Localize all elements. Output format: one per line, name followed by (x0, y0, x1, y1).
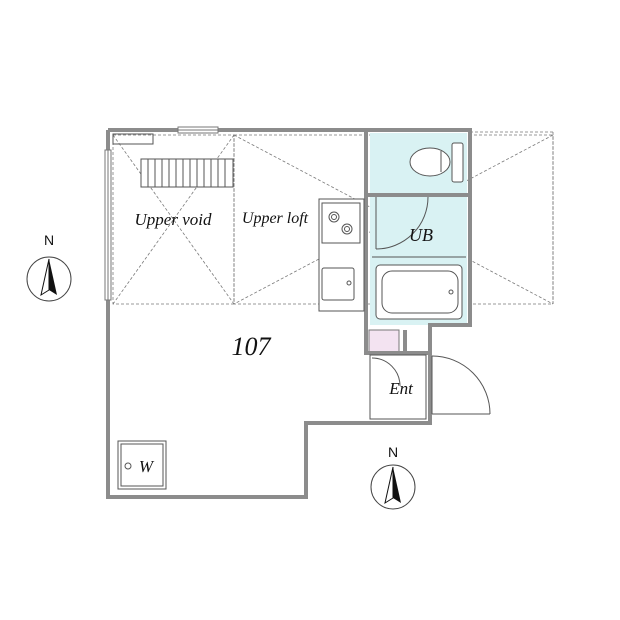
entrance-door (431, 355, 491, 415)
entrance-area (369, 354, 427, 420)
unit-bath-label: UB (409, 225, 433, 245)
upper-void-label: Upper void (135, 210, 212, 229)
left-window (104, 149, 112, 301)
walls (106, 128, 472, 499)
kitchen-counter (318, 198, 365, 312)
compass-left: N (26, 232, 72, 302)
bath-door (375, 196, 429, 250)
shoe-box (368, 329, 400, 355)
room-number-label: 107 (232, 332, 272, 361)
north-label: N (44, 232, 54, 248)
north-label: N (388, 444, 398, 460)
top-window (177, 126, 219, 134)
entrance-label: Ent (388, 379, 414, 398)
north-arrow-icon (393, 467, 401, 503)
upper-loft-label: Upper loft (242, 210, 309, 227)
bathtub (375, 264, 463, 320)
loft-ladder (140, 158, 234, 188)
north-arrow-icon (49, 259, 57, 295)
washer-pan (117, 440, 167, 490)
toilet (409, 142, 464, 183)
washer-label: W (139, 457, 155, 476)
top-left-shelf (112, 133, 154, 145)
compass-bottom: N (370, 444, 416, 510)
entrance-inner-swing (371, 357, 401, 387)
